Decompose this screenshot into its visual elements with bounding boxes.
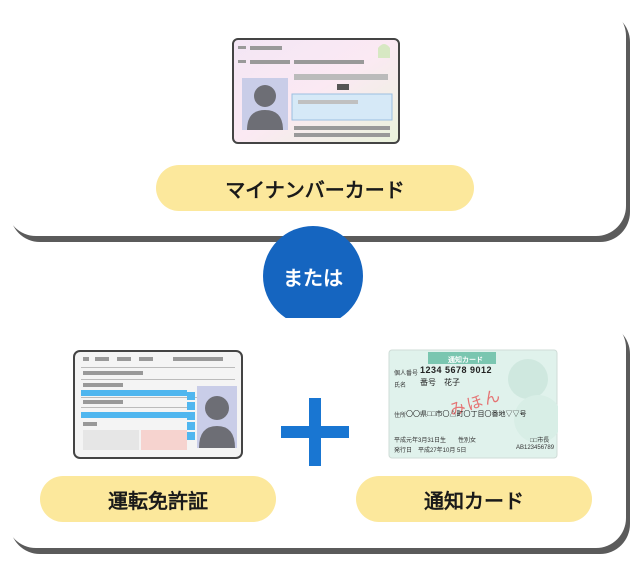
notice-issuer: □□市長 [530,438,550,444]
notice-card-title: 通知カード [448,357,483,364]
notice-name: 番号 花子 [420,378,460,387]
notice-id-number: 1234 5678 9012 [420,365,493,375]
notice-id-label: 個人番号 [394,371,419,377]
notice-issued: 発行日 平成27年10月 5日 [394,448,467,454]
drivers-license-image [73,350,243,459]
plus-icon [281,398,349,466]
notification-card-label: 通知カード [356,476,592,522]
notice-gender: 女 [470,438,477,444]
mynumber-card-label: マイナンバーカード [156,165,474,211]
notice-birth: 平成元年3月31日生 [394,438,447,444]
mynumber-card-image [232,38,400,144]
notice-address: 〇〇県□□市〇△町〇丁目〇番地▽▽号 [406,411,527,418]
notice-name-label: 氏名 [394,383,407,389]
drivers-license-label: 運転免許証 [40,476,276,522]
notice-address-label: 住所 [394,413,407,419]
or-badge: または [263,226,363,326]
notice-serial: AB123456789 [516,445,555,451]
notice-gender-label: 性別 [458,438,471,444]
notification-card-image: 通知カード 個人番号 1234 5678 9012 氏名 番号 花子 みほん 住… [388,349,558,459]
